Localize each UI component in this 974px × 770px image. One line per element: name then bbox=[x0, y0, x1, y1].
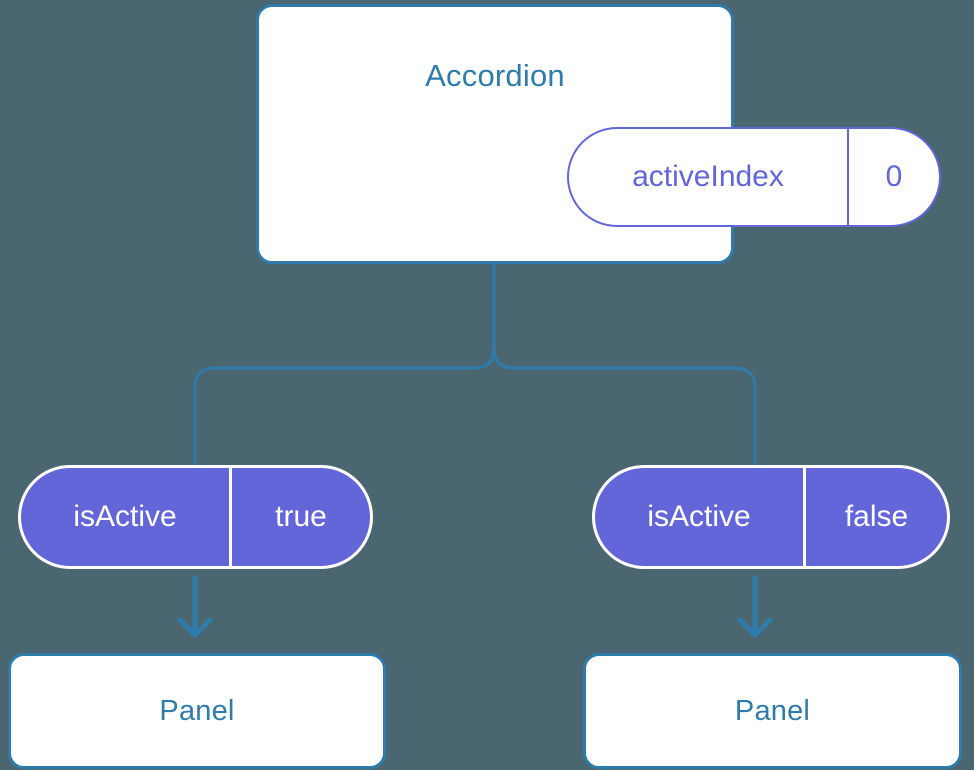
panel-component-card-right[interactable]: Panel bbox=[583, 653, 962, 769]
arrow-down-right-icon bbox=[737, 575, 773, 638]
prop-pill-key: isActive bbox=[21, 468, 232, 566]
prop-pill-key: isActive bbox=[595, 468, 806, 566]
state-pill-key: activeIndex bbox=[569, 129, 849, 225]
panel-title: Panel bbox=[734, 694, 811, 727]
prop-pill-value: true bbox=[275, 500, 327, 533]
prop-pill-is-active-true[interactable]: isActive true bbox=[18, 465, 373, 569]
panel-component-card-left[interactable]: Panel bbox=[8, 653, 386, 769]
accordion-title: Accordion bbox=[425, 58, 565, 93]
prop-pill-is-active-false[interactable]: isActive false bbox=[592, 465, 950, 569]
accordion-component-card[interactable]: Accordion activeIndex 0 bbox=[256, 4, 941, 264]
tree-connector-path bbox=[193, 261, 496, 467]
tree-connector-path-right bbox=[492, 261, 757, 467]
arrow-down-left-icon bbox=[177, 575, 213, 638]
prop-pill-value: false bbox=[844, 500, 909, 533]
state-pill-active-index[interactable]: activeIndex 0 bbox=[567, 127, 941, 227]
panel-title: Panel bbox=[159, 694, 235, 727]
state-pill-value: 0 bbox=[885, 160, 903, 193]
